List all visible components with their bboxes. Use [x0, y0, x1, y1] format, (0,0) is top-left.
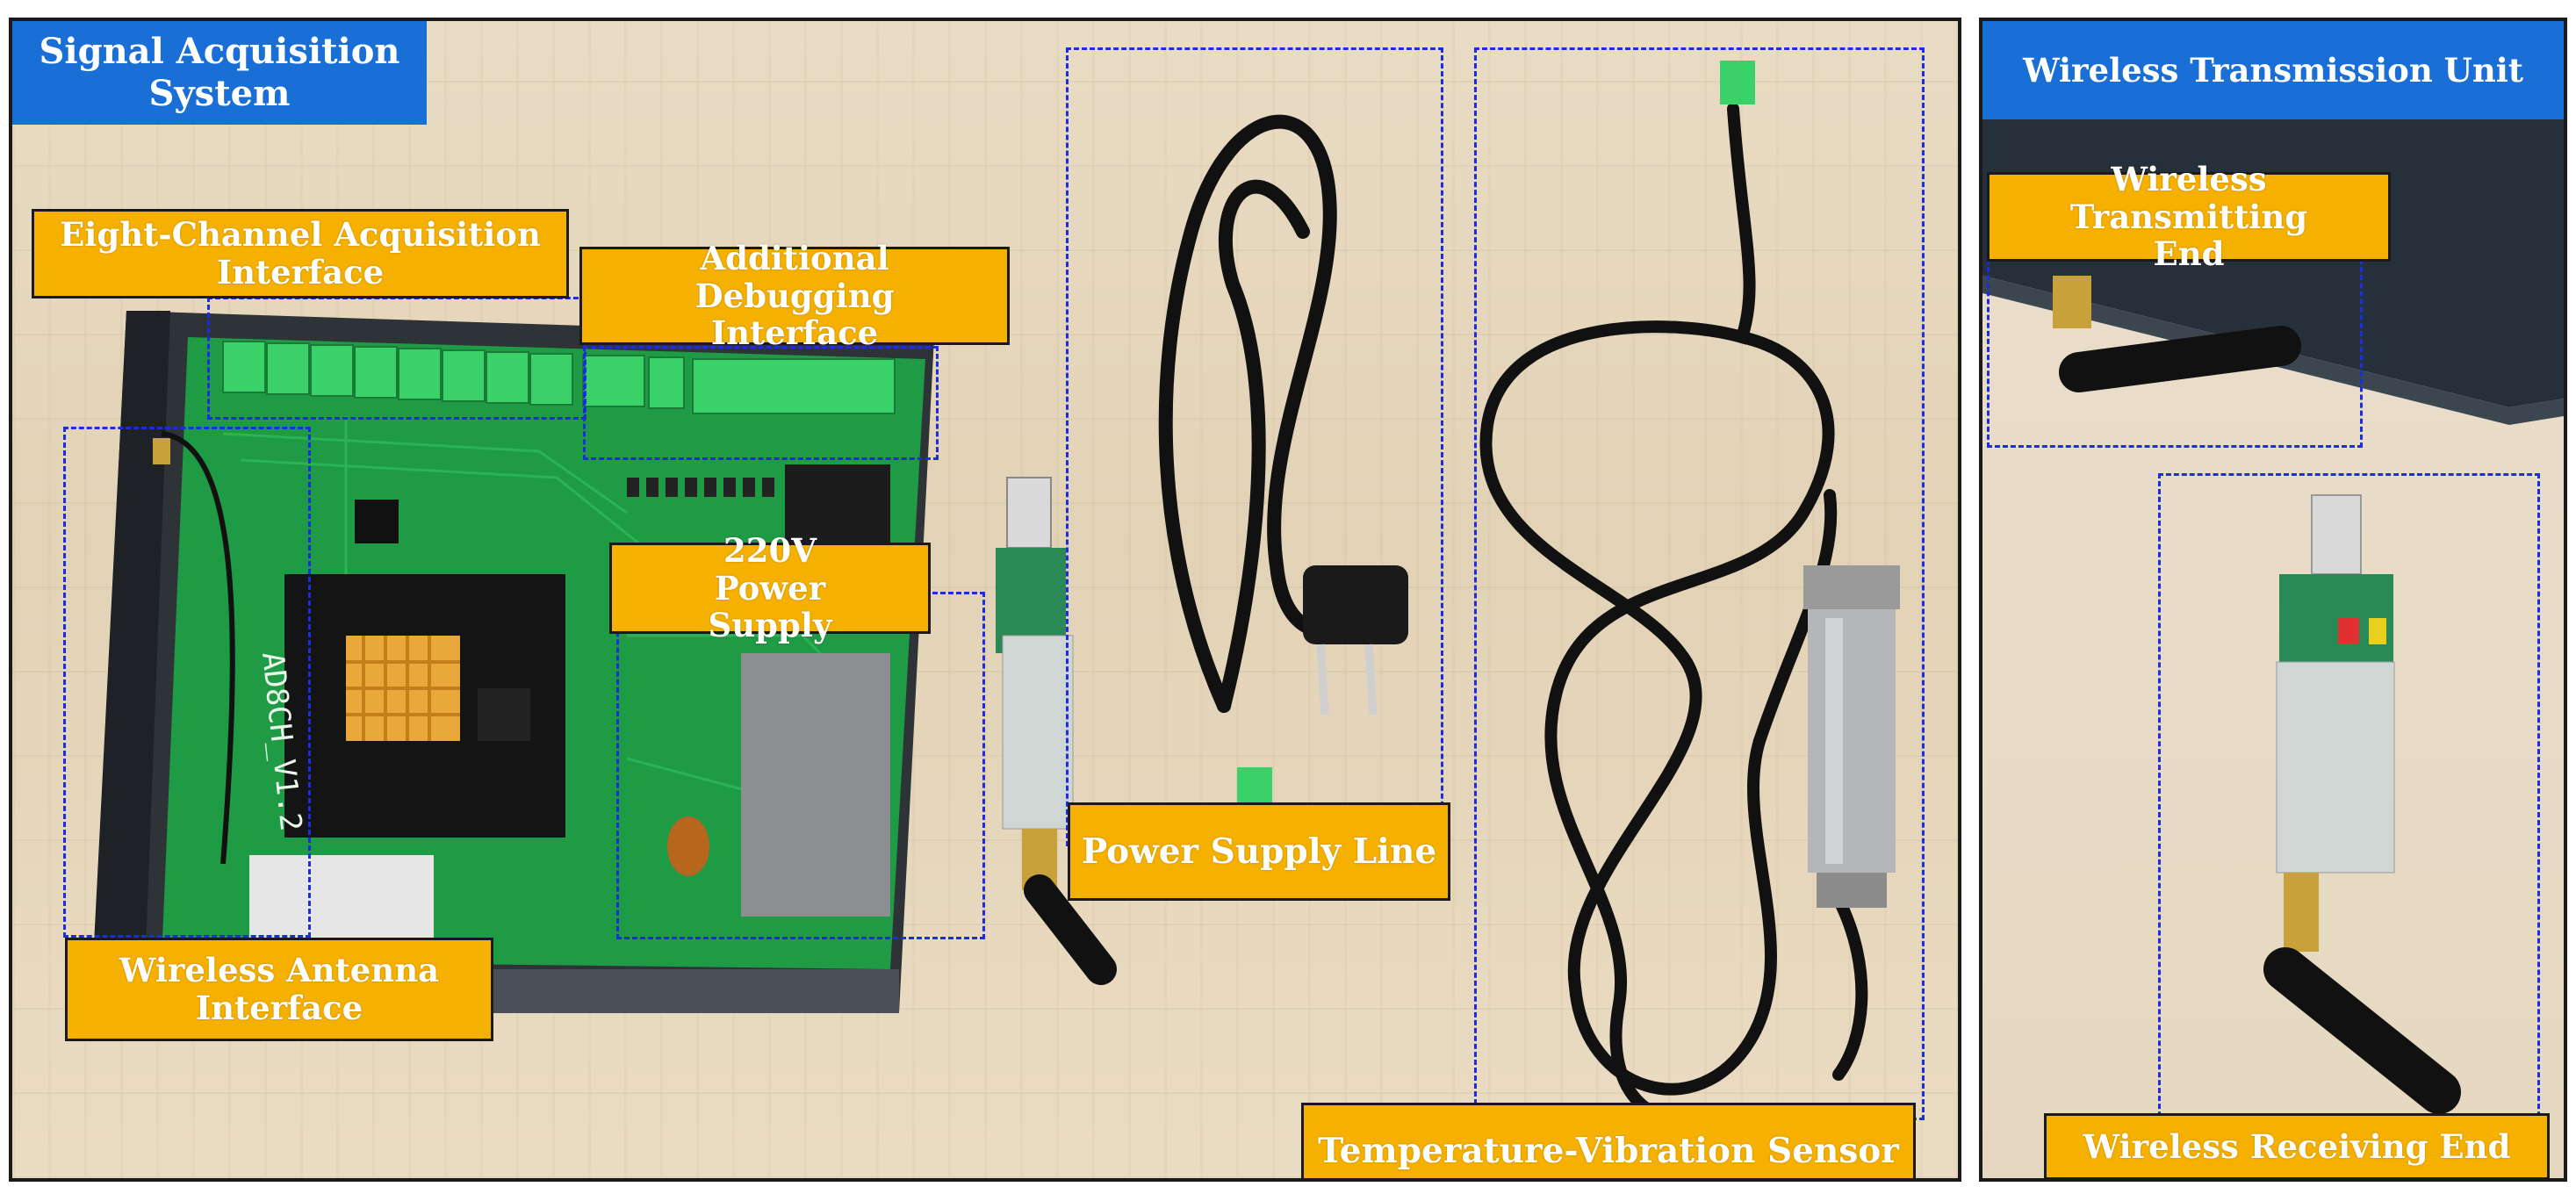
- wireless-unit-photo: Wireless Transmission Unit Wireless Tran…: [1979, 18, 2567, 1182]
- rx-module: [2276, 661, 2395, 874]
- signal-acquisition-photo: AD8CH_V1.2: [9, 18, 1961, 1182]
- rx-antenna: [2263, 947, 2461, 1114]
- box-debugging: [583, 346, 939, 460]
- box-antenna: [63, 427, 311, 938]
- label-debugging: Additional Debugging Interface: [579, 240, 1010, 352]
- power-module: [785, 464, 890, 543]
- enclosure-wall: [91, 311, 170, 996]
- label-sensor: Temperature-Vibration Sensor: [1301, 1103, 1916, 1178]
- power-shield: [741, 653, 890, 917]
- box-sensor: [1474, 47, 1925, 1120]
- tx-antenna: [2059, 326, 2301, 392]
- label-220v-power: 220V Power Supply: [609, 532, 931, 644]
- terminal-blocks: [222, 341, 896, 414]
- cable-terminal: [1237, 767, 1272, 802]
- power-plug: [1303, 565, 1408, 644]
- sensor-body: [1808, 609, 1896, 873]
- rf-module: [1002, 635, 1074, 830]
- chip: [355, 500, 399, 543]
- label-power-supply-line: Power Supply Line: [1068, 802, 1450, 901]
- label-transmitting-end: Wireless Transmitting End: [1987, 161, 2391, 273]
- label-antenna-interface: Wireless Antenna Interface: [65, 938, 493, 1041]
- box-power-line: [1066, 47, 1443, 846]
- sensor-cable: [1479, 103, 1868, 1125]
- photo-illustration: AD8CH_V1.2: [91, 61, 1900, 1125]
- inductor: [667, 816, 709, 876]
- label-receiving-end: Wireless Receiving End: [2044, 1113, 2550, 1178]
- rx-usb-plug: [2311, 494, 2362, 575]
- sensor-terminal: [1720, 61, 1755, 104]
- tx-connector: [2053, 276, 2091, 328]
- label-eight-channel: Eight-Channel Acquisition Interface: [32, 209, 569, 298]
- box-eight-channel: [207, 297, 586, 420]
- usb-antenna: [1024, 874, 1117, 985]
- enclosure-lip: [469, 969, 899, 1013]
- box-transmitting: [1987, 251, 2363, 448]
- sensor-cap: [1803, 565, 1900, 609]
- panel-title-right: Wireless Transmission Unit: [1982, 21, 2564, 119]
- usb-plug: [1006, 477, 1052, 549]
- panel-title: Signal Acquisition System: [12, 21, 427, 125]
- box-receiving: [2158, 473, 2540, 1140]
- power-cable: [1158, 114, 1389, 713]
